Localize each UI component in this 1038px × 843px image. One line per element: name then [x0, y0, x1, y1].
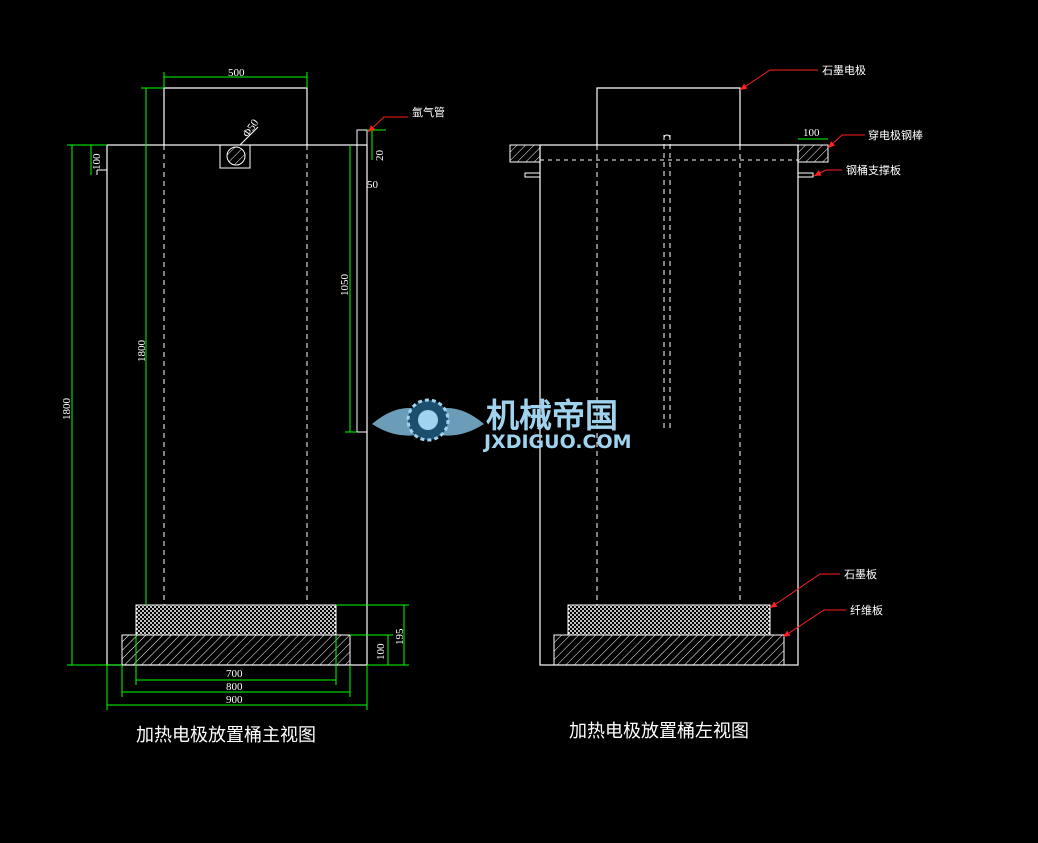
front-dimensions	[67, 72, 409, 710]
argon-pipe-leader	[367, 116, 408, 133]
dim-fiber-height: 100	[375, 643, 387, 660]
front-hole-circle	[226, 146, 246, 166]
dim-inner-height: 1800	[136, 340, 148, 363]
front-electrode-top	[163, 87, 308, 145]
dim-width-900: 900	[226, 694, 243, 706]
support-plate-leader	[813, 169, 842, 177]
side-support-right	[797, 172, 814, 178]
dim-hole-dia: Φ50	[241, 117, 262, 140]
front-fiber-plate	[121, 634, 351, 666]
graphite-electrode-leader	[739, 69, 818, 91]
front-view-title: 加热电极放置桶主视图	[136, 725, 316, 746]
side-rod-left	[509, 144, 541, 163]
side-view-title: 加热电极放置桶左视图	[569, 721, 749, 742]
dim-total-height: 1800	[61, 398, 73, 421]
dim-width-800: 800	[226, 681, 243, 693]
dim-pipe-length: 1050	[339, 274, 351, 297]
dim-base-height: 195	[394, 628, 406, 645]
graphite-electrode-label: 石墨电极	[822, 63, 866, 77]
fiber-plate-label: 纤维板	[850, 603, 883, 617]
support-plate-label: 钢桶支撑板	[846, 163, 901, 177]
front-argon-pipe	[356, 129, 368, 433]
watermark-name: 机械帝国	[486, 396, 618, 435]
front-hole-notch	[219, 145, 251, 169]
side-graphite-plate	[567, 604, 771, 636]
dim-flange-height: 100	[91, 153, 103, 170]
dim-pipe-top: 20	[374, 150, 386, 162]
graphite-plate-label: 石墨板	[844, 567, 877, 581]
dim-width-700: 700	[226, 668, 243, 680]
side-pipe-top	[663, 134, 671, 139]
side-rod-right	[797, 144, 829, 163]
watermark: 机械帝国 JXDIGUO.COM	[372, 396, 632, 453]
steel-rod-label: 穿电极钢棒	[868, 128, 923, 142]
side-fiber-plate	[553, 634, 785, 666]
dim-pipe-offset: 50	[367, 179, 379, 191]
dim-rod-length: 100	[803, 127, 820, 139]
watermark-site: JXDIGUO.COM	[482, 431, 632, 453]
fiber-plate-leader	[782, 609, 846, 638]
front-graphite-plate	[135, 604, 337, 636]
graphite-plate-leader	[769, 573, 840, 609]
steel-rod-leader	[827, 134, 865, 149]
hole-leader	[239, 126, 259, 146]
front-view: 氩气管 500 Φ50 100 1800 1800 1050 20 50 195…	[61, 67, 445, 746]
side-support-left	[524, 172, 541, 178]
side-electrode-top	[596, 87, 741, 145]
watermark-logo	[372, 398, 484, 442]
dim-top-width: 500	[228, 67, 245, 79]
side-view: 100 石墨电极 穿电极钢棒 钢桶支撑板 石墨板 纤维板 加热电极放置桶左视图	[509, 63, 923, 742]
argon-pipe-label: 氩气管	[412, 105, 445, 119]
